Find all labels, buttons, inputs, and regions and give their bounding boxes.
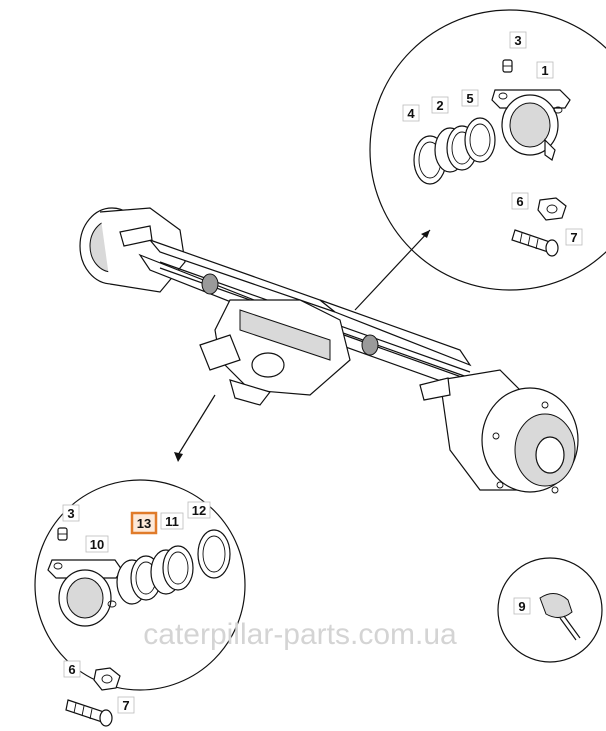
nut-part-7-top <box>537 197 567 221</box>
pin-part-3-bottom <box>57 527 68 541</box>
callouts: 3 1 4 2 5 6 7 3 10 13 11 12 6 7 9 <box>62 31 583 714</box>
callout-9: 9 <box>518 599 525 614</box>
grease-fitting-part-9 <box>539 593 581 641</box>
watermark-text: caterpillar-parts.com.ua <box>143 618 457 651</box>
callout-4: 4 <box>407 106 415 121</box>
callout-3-top: 3 <box>514 33 521 48</box>
callout-11: 11 <box>165 514 179 529</box>
detail-circle-part-9 <box>497 557 603 663</box>
callout-2: 2 <box>436 98 443 113</box>
bushing-part-12 <box>197 529 231 579</box>
callout-7-bottom: 7 <box>122 698 129 713</box>
callout-10: 10 <box>90 537 104 552</box>
bolt-part-6-top <box>511 229 559 257</box>
bolt-part-6-bottom <box>65 699 113 727</box>
bushing-part-11 <box>150 545 194 595</box>
callout-12: 12 <box>192 503 206 518</box>
pin-part-3-top <box>502 59 513 73</box>
callout-13-highlighted: 13 <box>137 516 151 531</box>
callout-5: 5 <box>466 91 473 106</box>
callout-1: 1 <box>541 63 548 78</box>
bushing-part-5 <box>464 117 496 163</box>
nut-part-7-bottom <box>93 667 121 691</box>
callout-6-bottom: 6 <box>68 662 75 677</box>
axle-assembly <box>79 207 579 494</box>
callout-6-top: 6 <box>516 194 523 209</box>
callout-3-bottom: 3 <box>67 506 74 521</box>
bearing-housing-part-1 <box>491 89 571 161</box>
bearing-housing-part-10 <box>47 559 123 627</box>
callout-7-top: 7 <box>570 230 577 245</box>
detail-circle-top <box>354 9 606 311</box>
detail-circle-bottom <box>34 394 246 727</box>
